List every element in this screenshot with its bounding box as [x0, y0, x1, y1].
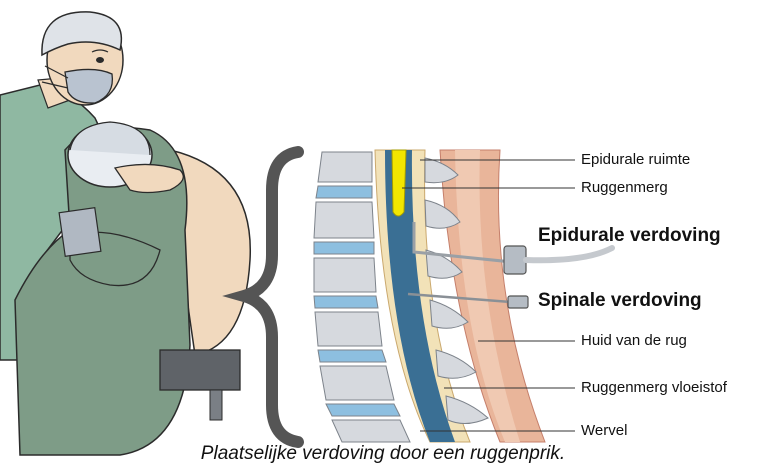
label-epidural-space: Epidurale ruimte — [581, 151, 690, 168]
curly-brace — [244, 152, 298, 442]
label-vertebra: Wervel — [581, 422, 627, 439]
label-spinal-cord: Ruggenmerg — [581, 179, 668, 196]
label-spinal-fluid: Ruggenmerg vloeistof — [581, 379, 727, 396]
label-skin-of-back: Huid van de rug — [581, 332, 687, 349]
figure-caption: Plaatselijke verdoving door een ruggenpr… — [0, 443, 766, 465]
label-spinal-anesthesia: Spinale verdoving — [538, 290, 702, 312]
label-epidural-anesthesia: Epidurale verdoving — [538, 225, 721, 247]
